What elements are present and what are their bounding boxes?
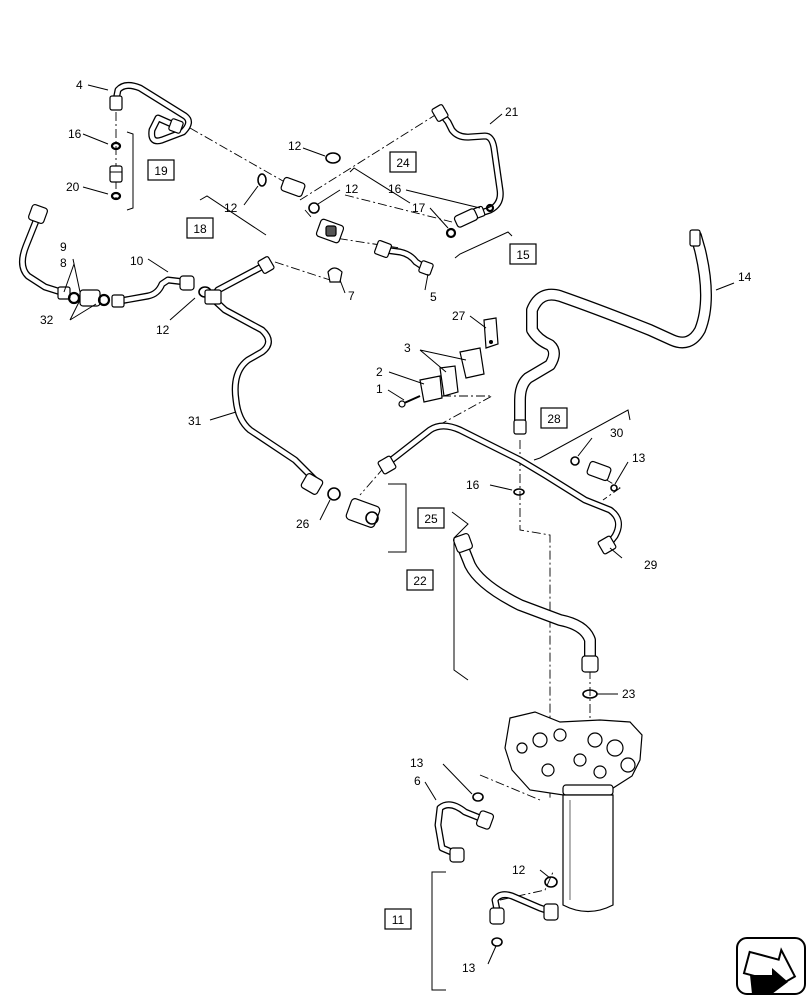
leader-lines <box>63 84 735 965</box>
callout-1: 1 <box>376 382 383 396</box>
page-navigation-arrow-icon[interactable] <box>736 937 806 996</box>
callout-12c: 12 <box>224 201 238 215</box>
callout-box-22 <box>406 569 434 591</box>
callout-box-28 <box>540 407 568 429</box>
group-brackets <box>126 131 631 991</box>
callout-box-18 <box>186 217 214 239</box>
callout-23: 23 <box>622 687 636 701</box>
callout-9: 9 <box>60 240 67 254</box>
callout-25: 25 <box>424 512 438 526</box>
callout-17: 17 <box>412 201 426 215</box>
callout-14: 14 <box>738 270 752 284</box>
callout-box-11 <box>384 908 412 930</box>
callout-12d: 12 <box>156 323 170 337</box>
callout-13c: 13 <box>462 961 476 975</box>
o-rings <box>110 141 618 947</box>
callout-labels: 4 16 20 21 12 12 12 16 17 9 8 10 32 12 7… <box>40 78 752 975</box>
callout-26: 26 <box>296 517 310 531</box>
callout-13b: 13 <box>410 756 424 770</box>
callout-10: 10 <box>130 254 144 268</box>
callout-2: 2 <box>376 365 383 379</box>
callout-22: 22 <box>413 574 427 588</box>
callout-16b: 16 <box>388 182 402 196</box>
callout-28: 28 <box>547 412 561 426</box>
pipes <box>19 81 712 916</box>
callout-19: 19 <box>154 164 168 178</box>
callout-box-24 <box>389 151 417 173</box>
callout-30: 30 <box>610 426 624 440</box>
callout-5: 5 <box>430 290 437 304</box>
callout-16c: 16 <box>466 478 480 492</box>
callout-7: 7 <box>348 289 355 303</box>
callout-29: 29 <box>644 558 658 572</box>
callout-12e: 12 <box>512 863 526 877</box>
callout-8: 8 <box>60 256 67 270</box>
callout-3: 3 <box>404 341 411 355</box>
callout-box-19 <box>147 159 175 181</box>
fittings <box>27 95 701 925</box>
callout-box-15 <box>509 243 537 265</box>
callout-11: 11 <box>392 913 405 927</box>
callout-31: 31 <box>188 414 202 428</box>
callout-12b: 12 <box>345 182 359 196</box>
callout-27: 27 <box>452 309 466 323</box>
callout-16a: 16 <box>68 127 82 141</box>
callout-24: 24 <box>396 156 410 170</box>
callout-21: 21 <box>505 105 519 119</box>
boxed-callouts: 19 24 18 15 28 25 22 11 <box>147 151 568 930</box>
callout-13a: 13 <box>632 451 646 465</box>
callout-box-25 <box>417 507 445 529</box>
callout-15: 15 <box>516 248 530 262</box>
callout-32: 32 <box>40 313 54 327</box>
mounting-brackets <box>398 317 499 408</box>
callout-20: 20 <box>66 180 80 194</box>
filter-assembly <box>504 711 643 913</box>
callout-4: 4 <box>76 78 83 92</box>
callout-18: 18 <box>193 222 207 236</box>
callout-12a: 12 <box>288 139 302 153</box>
callout-6: 6 <box>414 774 421 788</box>
